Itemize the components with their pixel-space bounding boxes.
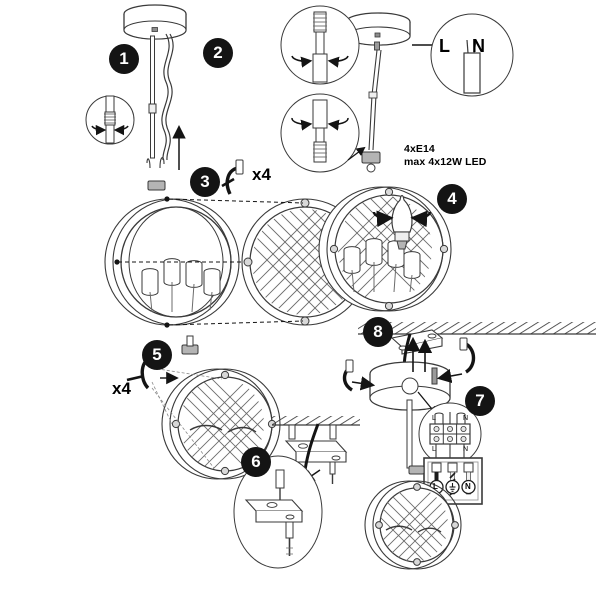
- screw-count-step3: x4: [252, 165, 271, 184]
- wire-label-live: L: [439, 36, 450, 56]
- wire-label-neutral: N: [472, 36, 485, 56]
- step1-canopy-group: [85, 4, 187, 170]
- step7-terminal-group: [364, 402, 483, 570]
- terminal-label-live-bottom: L: [432, 446, 436, 453]
- step-marker-1: 1: [109, 44, 139, 74]
- step8-mount-group: [342, 322, 596, 469]
- screw-count-step5: x4: [112, 379, 131, 398]
- step6-bracket-group: [233, 416, 360, 569]
- wirebox-label-neutral: N: [465, 482, 471, 491]
- step-marker-7: 7: [465, 386, 495, 416]
- step-marker-4: 4: [437, 184, 467, 214]
- terminal-label-live-top: L: [432, 415, 436, 422]
- step4-bulb-group: [318, 186, 452, 312]
- step-marker-2: 2: [203, 38, 233, 68]
- step3-frame-group: [104, 157, 369, 328]
- step-marker-6: 6: [241, 447, 271, 477]
- step2-ceiling-group: [280, 5, 514, 173]
- lamp-spec-line1: 4xE14: [404, 143, 435, 155]
- terminal-label-neutral-bottom: N: [463, 446, 469, 453]
- step-marker-3: 3: [190, 167, 220, 197]
- step-marker-5: 5: [142, 340, 172, 370]
- step-marker-8: 8: [363, 317, 393, 347]
- lamp-spec-line2: max 4x12W LED: [404, 156, 487, 168]
- wirebox-label-live: L: [433, 482, 438, 491]
- terminal-label-neutral-top: N: [463, 415, 469, 422]
